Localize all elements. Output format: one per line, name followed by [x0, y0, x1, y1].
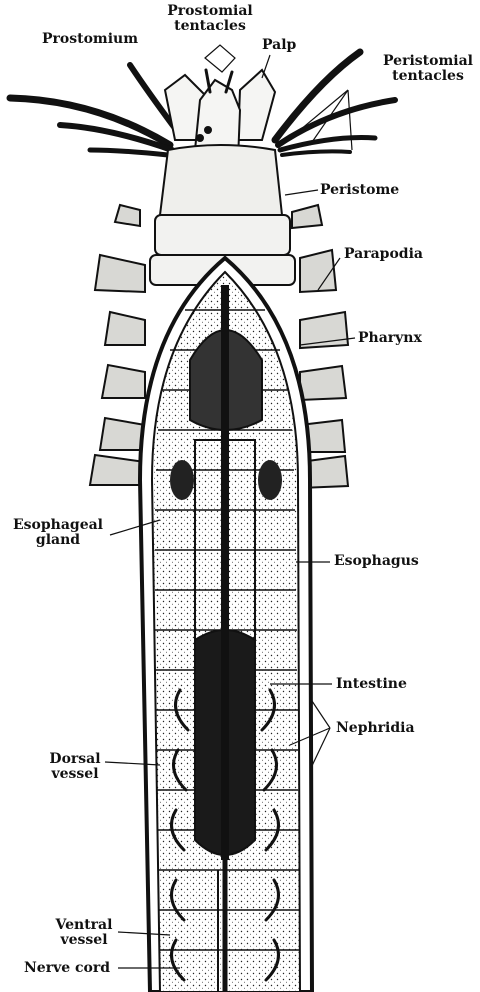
- label-ventral-vessel-line2: vessel: [48, 933, 120, 948]
- label-prostomial-tentacles-line1: Prostomial: [160, 4, 260, 19]
- label-esophageal-gland: Esophageal gland: [6, 518, 110, 548]
- label-ventral-vessel-line1: Ventral: [48, 918, 120, 933]
- label-prostomial-tentacles-line2: tentacles: [160, 19, 260, 34]
- label-dorsal-vessel: Dorsal vessel: [40, 752, 110, 782]
- label-palp: Palp: [262, 38, 296, 53]
- label-intestine: Intestine: [336, 677, 407, 692]
- label-peristome: Peristome: [320, 183, 399, 198]
- peristome-shape: [160, 145, 282, 219]
- parapodia-left: [90, 205, 145, 485]
- label-ventral-vessel: Ventral vessel: [48, 918, 120, 948]
- label-prostomial-tentacles: Prostomial tentacles: [160, 4, 260, 34]
- label-pharynx: Pharynx: [358, 331, 422, 346]
- label-parapodia: Parapodia: [344, 247, 423, 262]
- label-nephridia: Nephridia: [336, 721, 415, 736]
- label-dorsal-vessel-line1: Dorsal: [40, 752, 110, 767]
- peristomial-tentacles-left: [10, 65, 180, 155]
- label-peristomial-tentacles-line1: Peristomial: [378, 54, 478, 69]
- label-esophageal-gland-line2: gland: [6, 533, 110, 548]
- label-dorsal-vessel-line2: vessel: [40, 767, 110, 782]
- peristomial-tentacles-right: [275, 52, 395, 155]
- label-esophagus: Esophagus: [334, 554, 419, 569]
- label-prostomium: Prostomium: [42, 32, 138, 47]
- label-peristomial-tentacles-line2: tentacles: [378, 69, 478, 84]
- label-esophageal-gland-line1: Esophageal: [6, 518, 110, 533]
- label-nerve-cord: Nerve cord: [24, 961, 110, 976]
- label-peristomial-tentacles: Peristomial tentacles: [378, 54, 478, 84]
